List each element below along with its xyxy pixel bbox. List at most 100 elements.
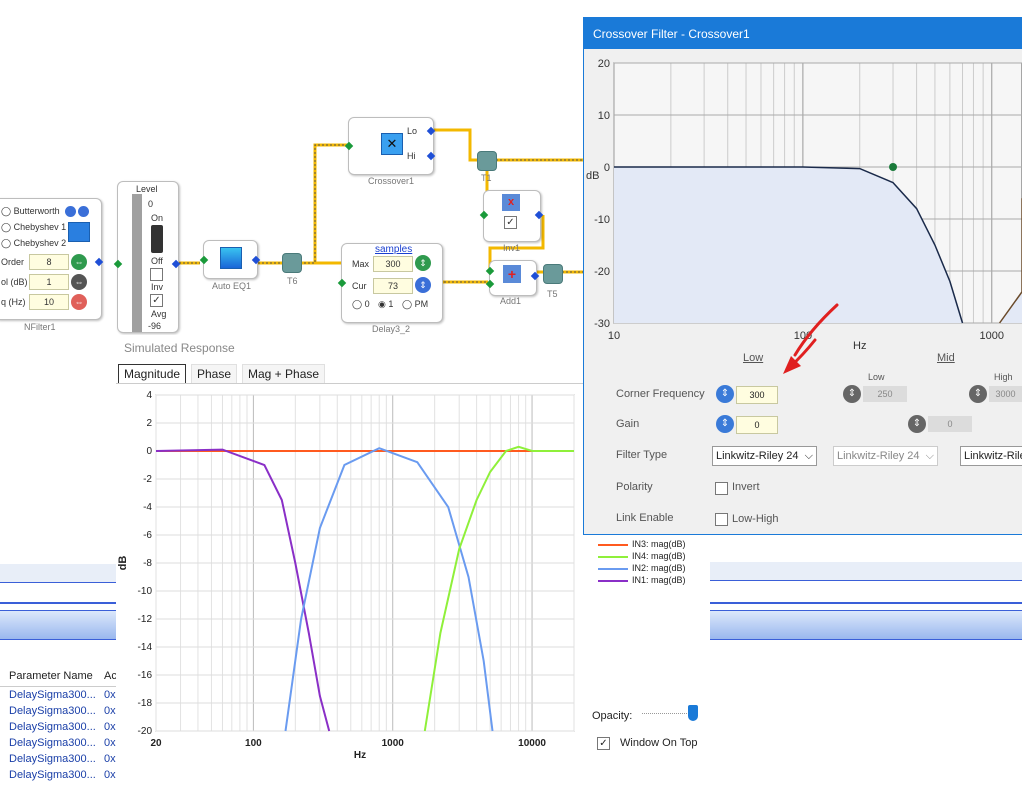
- gain-field[interactable]: 0: [736, 416, 778, 434]
- sim-title: Simulated Response: [124, 341, 235, 355]
- gain-mid-field[interactable]: 0: [928, 416, 972, 432]
- radio-1[interactable]: ◉ 1: [378, 299, 394, 309]
- col-high-label: High: [994, 372, 1013, 382]
- corner-frequency-label: Corner Frequency: [616, 388, 705, 400]
- order-field[interactable]: 8: [29, 254, 69, 270]
- output-pin[interactable]: [94, 257, 104, 267]
- t6-junction[interactable]: [282, 253, 302, 273]
- freq-knob-icon[interactable]: ⇔: [71, 294, 87, 310]
- low-high-checkbox[interactable]: [715, 513, 728, 526]
- mid-high-knob-icon[interactable]: ⇕: [969, 385, 987, 403]
- background-pane-right: [710, 562, 1022, 666]
- polarity-label: Polarity: [616, 481, 653, 493]
- cell-addr: 0x: [104, 737, 116, 749]
- gain-mid-knob-icon[interactable]: ⇕: [908, 415, 926, 433]
- radio-pm[interactable]: ◯ PM: [402, 299, 429, 309]
- y-tick-label: -20: [138, 726, 153, 737]
- level-knob-icon[interactable]: ⇔: [71, 274, 87, 290]
- autoeq-icon[interactable]: [220, 247, 242, 269]
- crossover-block[interactable]: ✕ Lo Hi: [344, 117, 436, 175]
- avg-label: Avg: [151, 309, 167, 319]
- window-on-top-label: Window On Top: [620, 737, 698, 749]
- header-param-name[interactable]: Parameter Name: [9, 670, 93, 682]
- filter-option-chebyshev1[interactable]: ◯ Chebyshev 1: [1, 222, 67, 232]
- max-field[interactable]: 300: [373, 256, 413, 272]
- y-tick-label: -14: [138, 642, 153, 653]
- delay-block[interactable]: samples Max 300 ⇕ Cur 73 ⇕ ◯ 0 ◉ 1 ◯ PM: [337, 243, 443, 323]
- inv-block[interactable]: x ✓: [479, 190, 544, 242]
- y-tick-label: -6: [143, 530, 152, 541]
- y-tick-label: -10: [594, 214, 610, 226]
- window-on-top-checkbox[interactable]: ✓: [597, 737, 610, 750]
- mid-high-field[interactable]: 3000: [989, 386, 1022, 402]
- band-low-link[interactable]: Low: [743, 352, 764, 364]
- table-row[interactable]: DelaySigma300...0x: [0, 721, 580, 737]
- mid-low-field[interactable]: 250: [863, 386, 907, 402]
- dialog-titlebar[interactable]: Crossover Filter - Crossover1: [584, 18, 1022, 49]
- add-block[interactable]: +: [485, 260, 540, 296]
- t1-junction[interactable]: [477, 151, 497, 171]
- opacity-slider-thumb[interactable]: [688, 705, 698, 721]
- autoeq-block[interactable]: [199, 240, 261, 279]
- table-row[interactable]: DelaySigma300...0x: [0, 737, 580, 753]
- crossover-icon[interactable]: ✕: [381, 133, 403, 155]
- radio-0[interactable]: ◯ 0: [352, 299, 370, 309]
- x-axis-label: Hz: [853, 340, 866, 349]
- avg-checkbox[interactable]: ✓: [150, 294, 163, 307]
- band-mid-link[interactable]: Mid: [937, 352, 955, 364]
- gain-label: Gain: [616, 418, 640, 430]
- cur-field[interactable]: 73: [373, 278, 413, 294]
- lo-label: Lo: [407, 126, 418, 136]
- table-row[interactable]: DelaySigma300...0x: [0, 689, 580, 705]
- cur-knob-icon[interactable]: ⇕: [415, 277, 431, 293]
- inv-checkbox[interactable]: [150, 268, 163, 281]
- filter-option-butterworth[interactable]: ◯ Butterworth: [1, 206, 60, 216]
- add-icon[interactable]: +: [503, 265, 521, 283]
- cell-name: DelaySigma300...: [9, 705, 96, 717]
- legend-label: IN4: mag(dB): [632, 551, 686, 561]
- tab-mag-phase[interactable]: Mag + Phase: [242, 364, 326, 383]
- output-pin[interactable]: [171, 259, 181, 269]
- hi-output-pin[interactable]: [426, 151, 436, 161]
- invert-label: Invert: [732, 481, 760, 493]
- filter-option-chebyshev2[interactable]: ◯ Chebyshev 2: [1, 238, 67, 248]
- autoeq-name: Auto EQ1: [212, 281, 252, 291]
- freq-field[interactable]: 10: [29, 294, 69, 310]
- filter-type-low-select[interactable]: Linkwitz-Riley 24⌵: [712, 446, 817, 466]
- y-tick-label: -8: [143, 558, 152, 569]
- on-off-switch[interactable]: [151, 225, 163, 253]
- dialog-title: Crossover Filter - Crossover1: [593, 27, 750, 41]
- lo-output-pin[interactable]: [426, 126, 436, 136]
- max-knob-icon[interactable]: ⇕: [415, 255, 431, 271]
- mid-low-knob-icon[interactable]: ⇕: [843, 385, 861, 403]
- power-icon[interactable]: [65, 206, 76, 217]
- corner-frequency-handle[interactable]: [889, 163, 898, 171]
- samples-link[interactable]: samples: [375, 244, 413, 255]
- gain-knob-icon[interactable]: ⇕: [716, 415, 734, 433]
- invert-checkbox[interactable]: ✓: [504, 216, 517, 229]
- nfilter-block[interactable]: ◯ Butterworth ◯ Chebyshev 1 ◯ Chebyshev …: [0, 198, 104, 320]
- y-tick-label: 2: [146, 418, 152, 429]
- header-address[interactable]: Ac: [104, 670, 117, 682]
- level-field[interactable]: 1: [29, 274, 69, 290]
- filter-type-high-select[interactable]: Linkwitz-Rile: [960, 446, 1022, 466]
- table-row[interactable]: DelaySigma300...0x: [0, 705, 580, 721]
- tab-phase[interactable]: Phase: [191, 364, 238, 383]
- filter-type-mid-select[interactable]: Linkwitz-Riley 24⌵: [833, 446, 938, 466]
- tab-magnitude[interactable]: Magnitude: [118, 364, 187, 384]
- filter-shape-icon[interactable]: [68, 222, 90, 242]
- t5-junction[interactable]: [543, 264, 563, 284]
- opacity-slider-track[interactable]: [642, 713, 697, 717]
- cell-name: DelaySigma300...: [9, 753, 96, 765]
- wave-icon[interactable]: [78, 206, 89, 217]
- corner-knob-icon[interactable]: ⇕: [716, 385, 734, 403]
- level-block[interactable]: Level 0 On Off Inv ✓ Avg -96: [113, 181, 181, 333]
- legend-entry: IN1: mag(dB): [598, 575, 686, 585]
- invert-icon[interactable]: x: [502, 194, 520, 211]
- corner-frequency-field[interactable]: 300: [736, 386, 778, 404]
- x-tick-label: 20: [150, 738, 162, 749]
- t6-name: T6: [287, 276, 298, 286]
- order-knob-icon[interactable]: ⇔: [71, 254, 87, 270]
- invert-checkbox[interactable]: [715, 482, 728, 495]
- crossover-name: Crossover1: [368, 176, 415, 186]
